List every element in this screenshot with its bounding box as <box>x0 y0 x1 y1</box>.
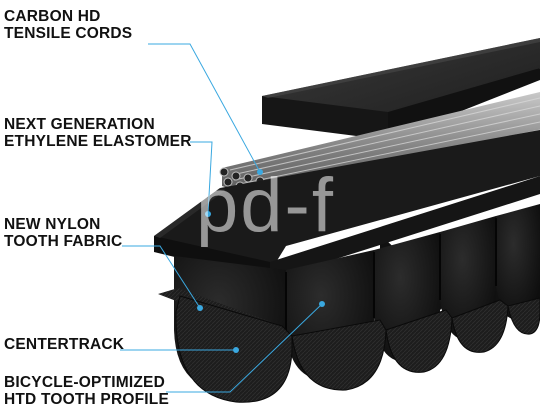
label-carbon-line1: CARBON HD <box>4 8 101 25</box>
label-elastomer-line1: NEXT GENERATION <box>4 116 155 133</box>
label-centertrack-line1: CENTERTRACK <box>4 336 125 353</box>
leader-carbon <box>148 43 261 173</box>
label-carbon-tensile-cords: CARBON HD TENSILE CORDS <box>4 8 132 42</box>
dot-elastomer <box>205 211 211 217</box>
label-carbon-line2: TENSILE CORDS <box>4 25 133 42</box>
elastomer-body <box>154 130 540 280</box>
label-nylon-line2: TOOTH FABRIC <box>4 233 123 250</box>
label-ethylene-elastomer: NEXT GENERATION ETHYLENE ELASTOMER <box>4 116 192 150</box>
top-backing-layer <box>262 38 540 140</box>
dot-profile <box>319 301 325 307</box>
leader-profile <box>166 303 323 393</box>
dot-nylon <box>197 305 203 311</box>
label-nylon-tooth-fabric: NEW NYLON TOOTH FABRIC <box>4 216 122 250</box>
leader-lines <box>120 43 323 393</box>
label-htd-tooth-profile: BICYCLE-OPTIMIZED HTD TOOTH PROFILE <box>4 374 169 408</box>
dot-centertrack <box>233 347 239 353</box>
leader-elastomer <box>190 141 213 215</box>
label-elastomer-line2: ETHYLENE ELASTOMER <box>4 133 192 150</box>
label-profile-line2: HTD TOOTH PROFILE <box>4 391 169 408</box>
label-nylon-line1: NEW NYLON <box>4 216 101 233</box>
watermark-text: pd-f <box>196 163 335 248</box>
leader-dots <box>197 169 325 353</box>
label-centertrack: CENTERTRACK <box>4 336 124 353</box>
dot-carbon <box>257 169 263 175</box>
leader-nylon <box>122 245 201 309</box>
label-profile-line1: BICYCLE-OPTIMIZED <box>4 374 165 391</box>
